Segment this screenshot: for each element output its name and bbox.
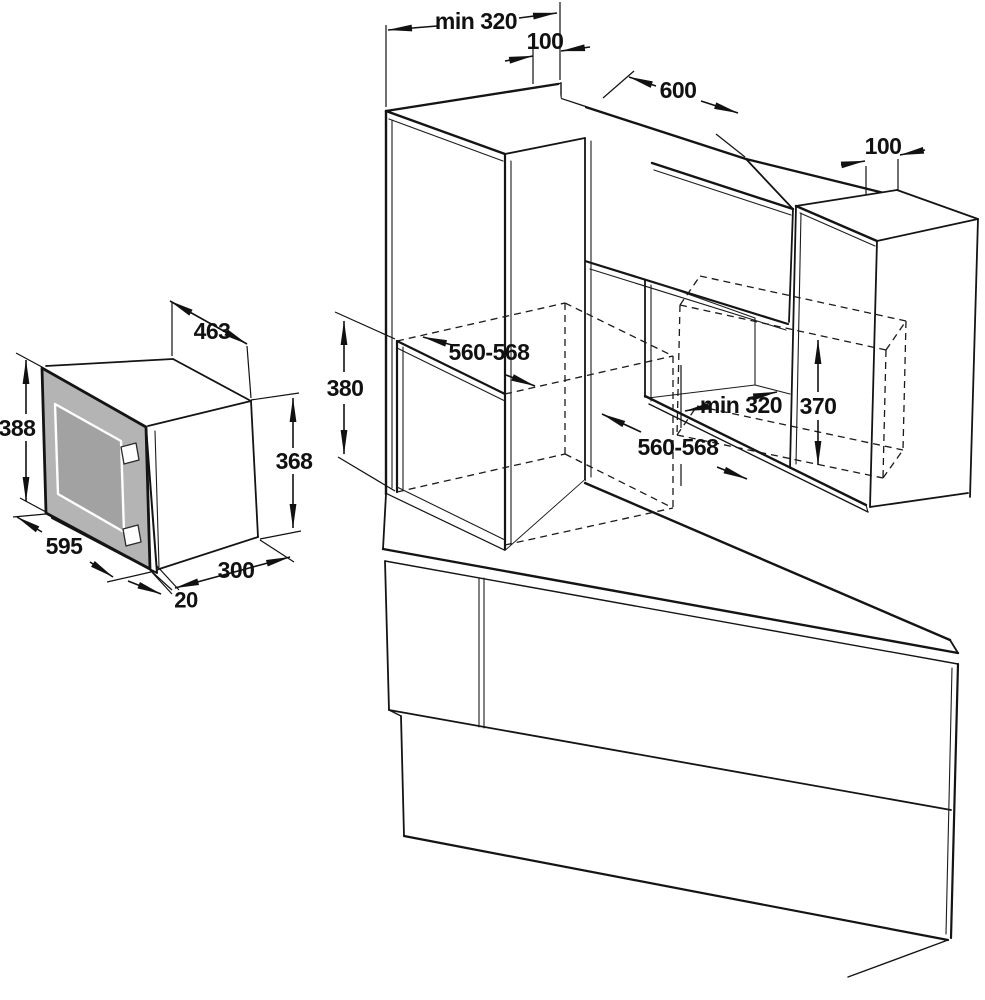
dim-top-setback: 100	[527, 28, 564, 54]
dim-mw-body-height: 368	[276, 448, 314, 474]
dim-tall-niche-width: 560-568	[449, 339, 531, 365]
dim-top-min-depth: min 320	[435, 8, 517, 34]
dim-niche-width: 560-568	[638, 434, 720, 460]
wall-niche-opening	[643, 279, 869, 513]
door-handle-lower	[122, 524, 142, 547]
dim-mw-front-width: 595	[46, 533, 84, 559]
dim-niche-height: 370	[800, 393, 837, 419]
right-end-cabinet	[789, 189, 979, 508]
cabinet-dimensions: min 320 100 600 100 380	[327, 2, 926, 492]
microwave-drawing: 463 388 595 368 300	[0, 300, 314, 613]
door-handle-upper	[120, 442, 140, 465]
dim-niche-min-depth: min 320	[700, 392, 782, 418]
upper-cabinet	[557, 82, 886, 331]
dim-side-setback: 100	[865, 133, 902, 159]
base-cabinet	[381, 480, 960, 978]
dim-mw-top-width: 463	[194, 318, 231, 344]
cabinet-assembly-drawing: min 320 100 600 100 380	[327, 2, 979, 978]
dim-mw-front-height: 388	[0, 415, 36, 441]
dim-tall-niche-height: 380	[327, 375, 364, 401]
dim-mw-door-thickness: 20	[174, 588, 198, 613]
tall-niche-hidden-lines	[396, 302, 674, 546]
dim-mw-body-depth: 300	[218, 557, 255, 583]
tall-cabinet	[384, 82, 592, 555]
microwave-dimensions: 463 388 595 368 300	[0, 300, 314, 613]
dim-upper-width: 600	[660, 77, 697, 103]
